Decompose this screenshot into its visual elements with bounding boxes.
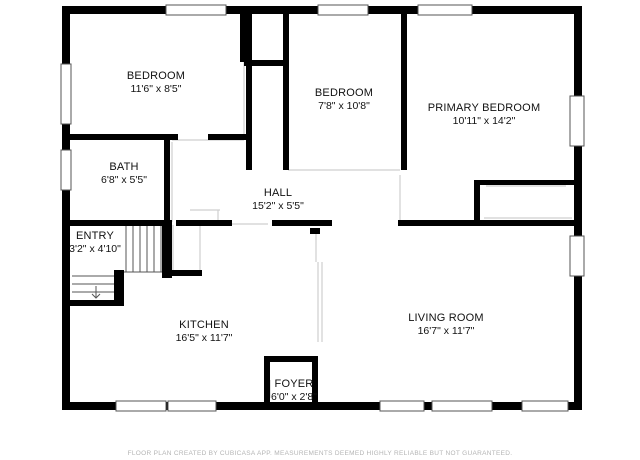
walls — [62, 6, 582, 410]
living-room-name: LIVING ROOM — [408, 312, 484, 324]
kitchen-name: KITCHEN — [179, 319, 229, 331]
kitchen-dims: 16'5" x 11'7" — [176, 332, 233, 344]
bath-name: BATH — [109, 161, 138, 173]
bedroom-1-dims: 11'6" x 8'5" — [131, 83, 182, 95]
entry-dims: 3'2" x 4'10" — [69, 243, 121, 255]
bedroom-1-name: BEDROOM — [127, 70, 185, 82]
primary-bedroom-dims: 10'11" x 14'2" — [453, 115, 516, 127]
footer-disclaimer: FLOOR PLAN CREATED BY CUBICASA APP. MEAS… — [128, 450, 513, 457]
entry-name: ENTRY — [76, 230, 115, 242]
bedroom-2-dims: 7'8" x 10'8" — [318, 100, 370, 112]
foyer-dims: 6'0" x 2'8" — [271, 391, 317, 403]
primary-bedroom-name: PRIMARY BEDROOM — [428, 102, 541, 114]
hall-name: HALL — [264, 187, 292, 199]
bath-dims: 6'8" x 5'5" — [101, 174, 147, 186]
foyer-name: FOYER — [275, 378, 314, 390]
bedroom-2-name: BEDROOM — [315, 87, 373, 99]
living-room-dims: 16'7" x 11'7" — [418, 325, 475, 337]
windows — [60, 4, 585, 412]
stairs — [72, 226, 164, 299]
hall-dims: 15'2" x 5'5" — [252, 200, 304, 212]
room-labels: BEDROOM 11'6" x 8'5" BEDROOM 7'8" x 10'8… — [69, 70, 540, 403]
thin-lines — [171, 62, 572, 398]
